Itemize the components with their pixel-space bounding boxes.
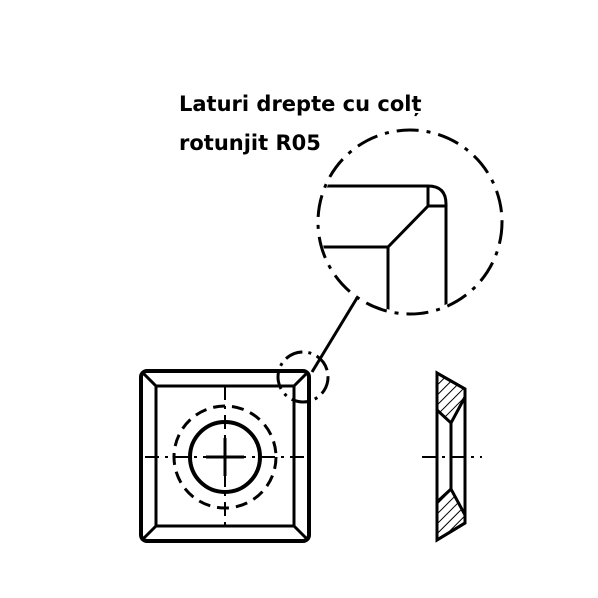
insert-side-section-view: [422, 370, 482, 543]
insert-front-view: [139, 369, 311, 543]
leader-line: [310, 297, 359, 373]
detail-marker-circle: [276, 350, 330, 404]
detail-magnifier-circle: [316, 128, 504, 316]
detail-corner-view: [320, 184, 448, 312]
caption-line-2: rotunjit R05: [179, 131, 321, 155]
caption-line-1: Laturi drepte cu colț: [179, 92, 422, 116]
